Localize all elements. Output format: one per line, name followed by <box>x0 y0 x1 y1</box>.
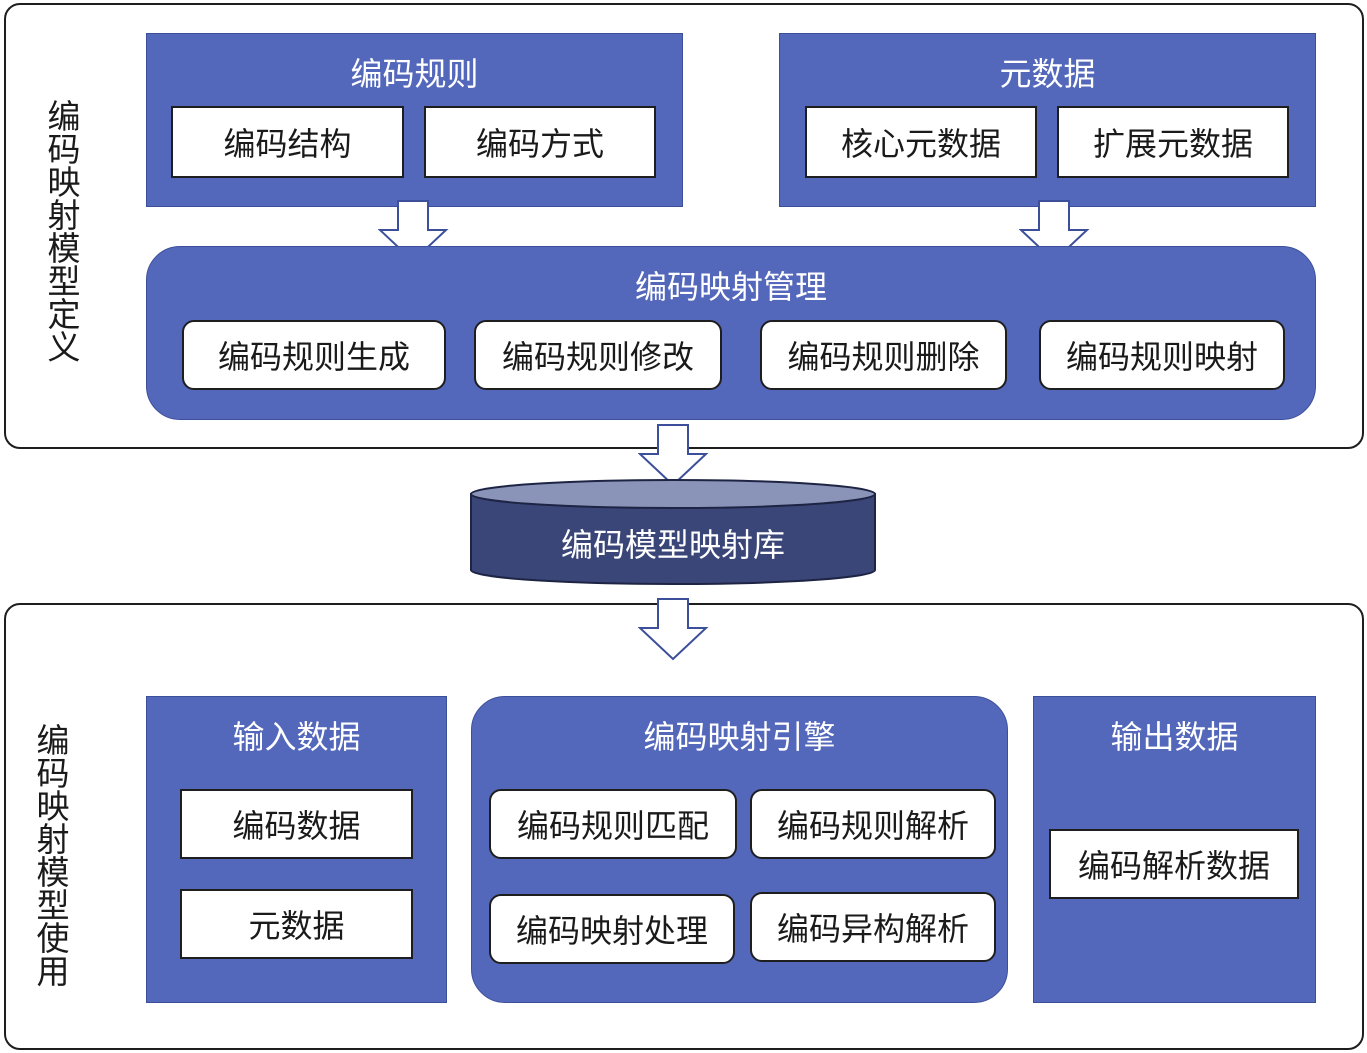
database-icon <box>470 479 876 585</box>
encoding-structure-box: 编码结构 <box>171 106 404 178</box>
rule-match-box: 编码规则匹配 <box>489 789 737 859</box>
arrow-down-icon <box>638 598 709 661</box>
extended-metadata-box: 扩展元数据 <box>1057 106 1289 178</box>
heterogeneous-parse-box: 编码异构解析 <box>750 892 996 962</box>
encoding-data-box: 编码数据 <box>180 789 413 859</box>
mapping-engine-title: 编码映射引擎 <box>643 718 836 756</box>
metadata-title: 元数据 <box>999 55 1096 93</box>
core-metadata-box: 核心元数据 <box>805 106 1037 178</box>
input-data-title: 输入数据 <box>232 718 361 756</box>
mapping-library-label: 编码模型映射库 <box>560 526 785 564</box>
definition-label: 编码映射模型定义 <box>47 97 81 367</box>
encoding-method-box: 编码方式 <box>424 106 656 178</box>
rule-map-box: 编码规则映射 <box>1039 320 1285 390</box>
mapping-management-title: 编码映射管理 <box>634 268 827 306</box>
arrow-down-icon <box>638 424 709 487</box>
input-metadata-box: 元数据 <box>180 889 413 959</box>
arrow-down-icon <box>378 200 449 263</box>
mapping-process-box: 编码映射处理 <box>489 894 735 964</box>
rule-modify-box: 编码规则修改 <box>474 320 722 390</box>
rule-generate-box: 编码规则生成 <box>182 320 446 390</box>
rule-parse-box: 编码规则解析 <box>750 789 996 859</box>
arrow-down-icon <box>1019 200 1090 263</box>
rule-delete-box: 编码规则删除 <box>760 320 1007 390</box>
encoding-rules-title: 编码规则 <box>350 55 479 93</box>
parsed-data-box: 编码解析数据 <box>1049 829 1299 899</box>
output-data-title: 输出数据 <box>1110 718 1239 756</box>
usage-label: 编码映射模型使用 <box>36 721 70 991</box>
